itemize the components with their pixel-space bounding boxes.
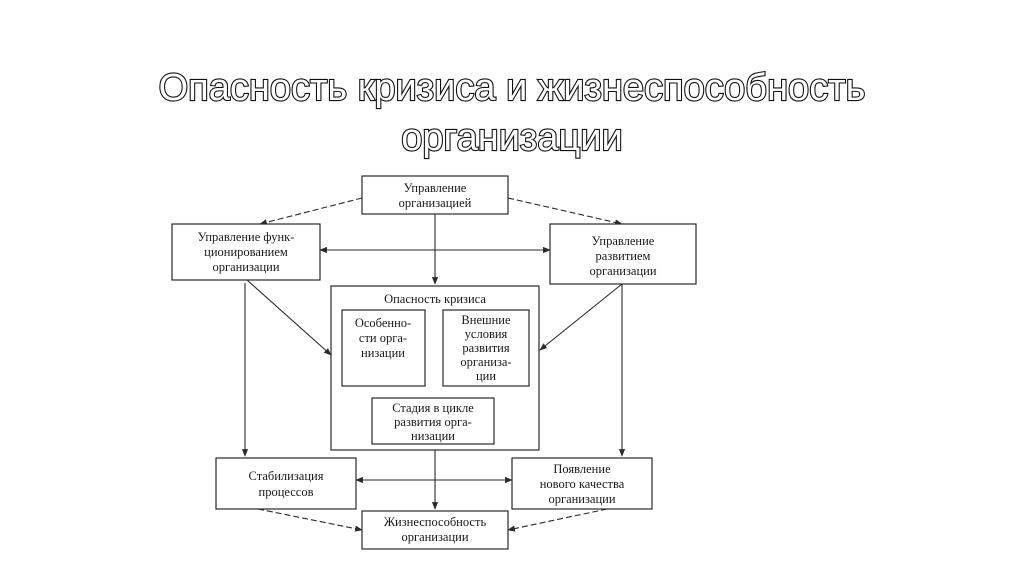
label-stabilization-1: Стабилизация	[249, 469, 324, 483]
label-viability-1: Жизнеспособность	[384, 515, 487, 529]
label-external-2: условия	[465, 327, 508, 341]
label-new-quality-3: организации	[548, 492, 615, 506]
label-stage-2: развития орга-	[394, 415, 472, 429]
box-stage: Стадия в цикле развития орга- низации	[371, 397, 495, 445]
label-development-1: Управление	[592, 234, 655, 248]
box-features: Особенно- сти орга- низации	[341, 309, 426, 387]
label-development-2: развитием	[596, 249, 651, 263]
connector-development-to-crisis	[539, 283, 623, 351]
box-external: Внешние условия развития организа- ции	[442, 309, 530, 387]
label-features-3: низации	[361, 346, 405, 360]
label-development-3: организации	[589, 264, 656, 278]
box-functioning: Управление функ- ционированием организац…	[171, 223, 321, 281]
slide-title-line-2: организации	[400, 116, 624, 160]
label-viability-2: организации	[401, 530, 468, 544]
label-stage-1: Стадия в цикле	[392, 401, 474, 415]
label-crisis-danger: Опасность кризиса	[384, 292, 486, 306]
label-management-2: организацией	[399, 196, 472, 210]
connector-functioning-to-crisis	[246, 279, 332, 356]
connectors	[241, 197, 626, 532]
connector-management-to-development	[507, 197, 623, 226]
box-new-quality: Появление нового качества организации	[511, 457, 653, 510]
connector-management-to-functioning	[259, 197, 363, 226]
label-management-1: Управление	[404, 181, 467, 195]
label-features-1: Особенно-	[355, 316, 411, 330]
label-new-quality-2: нового качества	[540, 477, 625, 491]
label-stage-3: низации	[411, 429, 455, 443]
box-development: Управление развитием организации	[549, 223, 697, 285]
label-external-4: организа-	[460, 355, 511, 369]
label-functioning-1: Управление функ-	[198, 230, 295, 244]
label-functioning-3: организации	[212, 260, 279, 274]
connector-new-quality-to-viability	[507, 508, 608, 532]
label-external-1: Внешние	[461, 313, 511, 327]
label-external-5: ции	[476, 369, 496, 383]
box-stabilization: Стабилизация процессов	[215, 457, 357, 510]
label-external-3: развития	[462, 341, 509, 355]
slide-title: Опасность кризиса и жизнеспособность орг…	[0, 63, 1024, 163]
connector-stabilization-to-viability	[257, 508, 363, 532]
label-stabilization-2: процессов	[259, 485, 314, 499]
label-new-quality-1: Появление	[553, 462, 611, 476]
label-features-2: сти орга-	[359, 331, 407, 345]
slide-title-line-1: Опасность кризиса и жизнеспособность	[157, 66, 866, 110]
label-functioning-2: ционированием	[204, 245, 288, 259]
box-viability: Жизнеспособность организации	[361, 510, 509, 550]
box-management: Управление организацией	[361, 175, 509, 215]
